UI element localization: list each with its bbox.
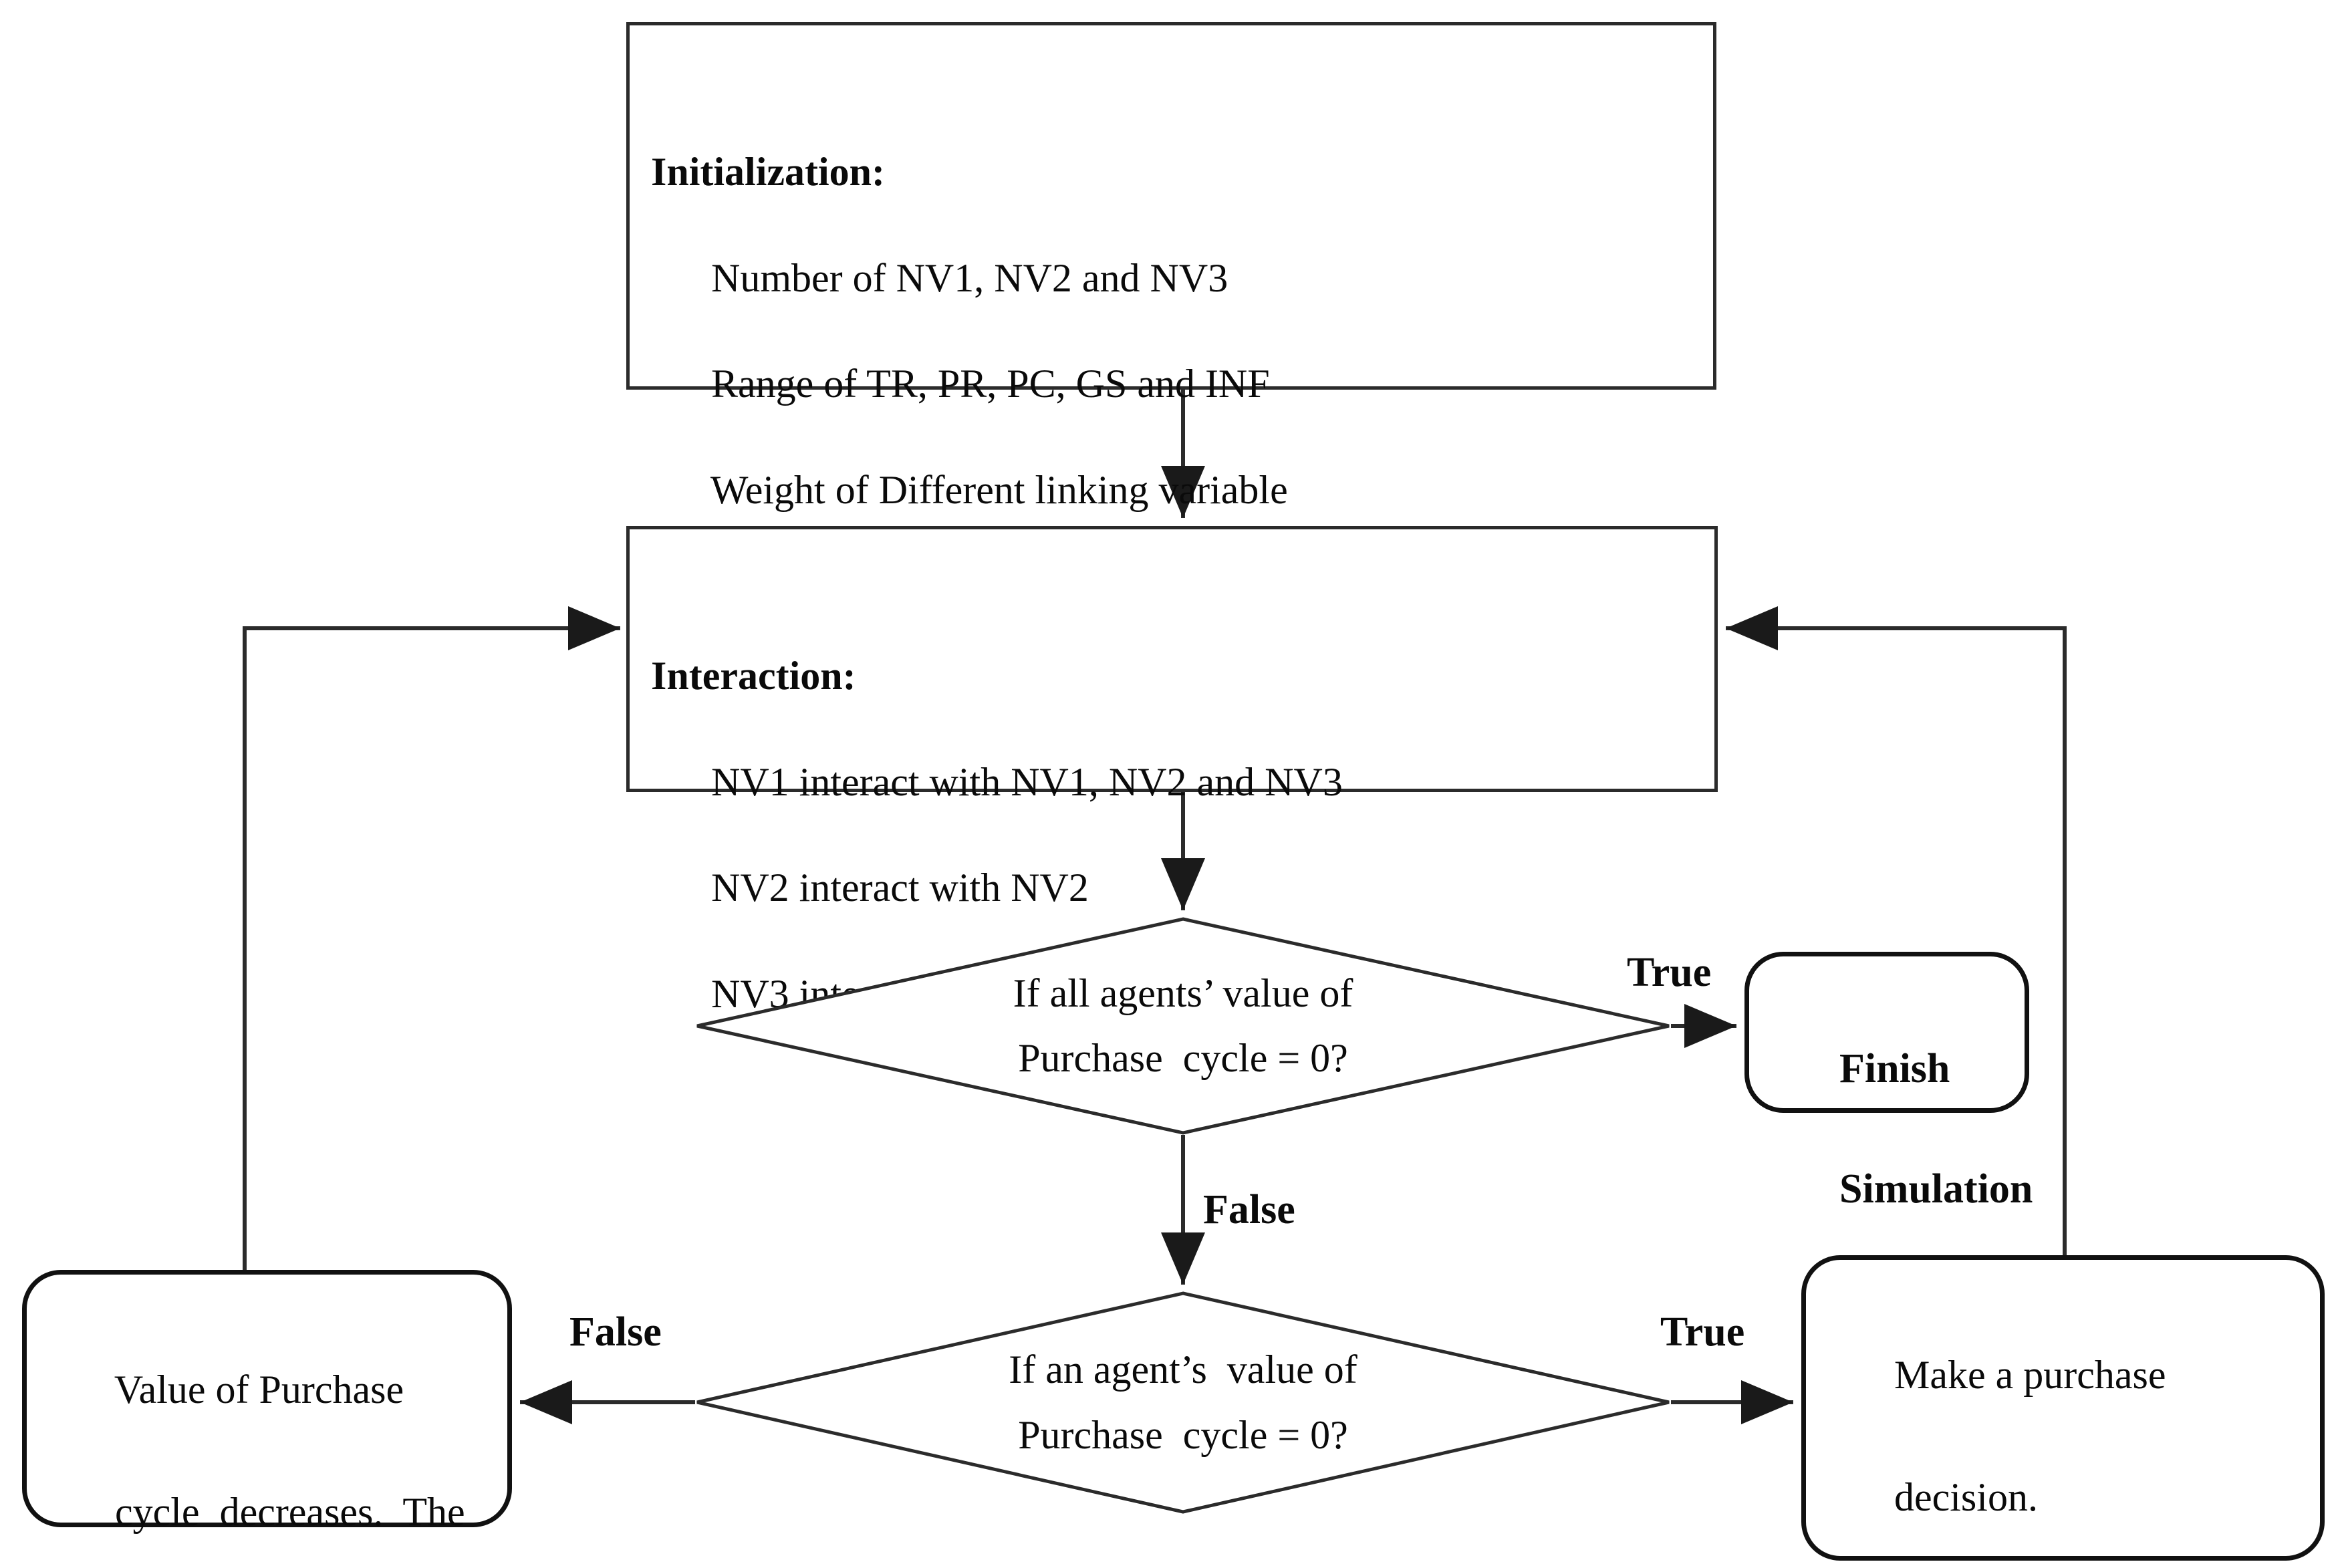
decrease-text: Value of Purchase cycle decreases. The a… [55, 1299, 465, 1568]
node-finish-simulation: Finish Simulation [1744, 952, 2033, 1212]
decision-all-label: If all agents’ value of Purchase cycle =… [695, 917, 1671, 1135]
edge-label-one-true: True [1660, 1309, 1745, 1355]
decision-one-shape [696, 1291, 1670, 1514]
decision-one-line-1: If an agent’s value of [1009, 1347, 1357, 1392]
decrease-line-2: cycle decreases. The [115, 1489, 465, 1534]
initialization-line-3: Weight of Different linking variable [710, 467, 1288, 512]
finish-simulation-text: Finish Simulation [1777, 979, 2033, 1279]
decision-all-line-1: If all agents’ value of [1013, 970, 1353, 1015]
decision-one-label: If an agent’s value of Purchase cycle = … [695, 1291, 1671, 1514]
node-interaction: Interaction: NV1 interact with NV1, NV2 … [626, 526, 1718, 1016]
decision-all-line-2: Purchase cycle = 0? [1018, 1036, 1348, 1080]
purchase-text: Make a purchase decision. The impact tra… [1834, 1284, 2268, 1568]
node-initialization: Initialization: Number of NV1, NV2 and N… [626, 22, 1716, 723]
decision-one-line-2: Purchase cycle = 0? [1018, 1412, 1348, 1457]
node-make-purchase-decision: Make a purchase decision. The impact tra… [1801, 1255, 2325, 1561]
initialization-line-1: Number of NV1, NV2 and NV3 [711, 255, 1228, 300]
edge-loop-left-to-interaction [243, 606, 620, 1270]
purchase-line-2: decision. [1894, 1474, 2038, 1519]
finish-simulation-line-1: Finish [1839, 1045, 1950, 1091]
node-decision-one-agent: If an agent’s value of Purchase cycle = … [695, 1291, 1671, 1514]
purchase-line-1: Make a purchase [1894, 1353, 2166, 1398]
decision-all-shape [696, 917, 1670, 1135]
interaction-heading: Interaction: [651, 654, 856, 698]
edge-label-all-true: True [1627, 950, 1712, 995]
node-decrease-purchase-cycle: Value of Purchase cycle decreases. The a… [22, 1270, 512, 1534]
decrease-line-1: Value of Purchase [114, 1367, 404, 1412]
finish-simulation-line-2: Simulation [1839, 1166, 2033, 1212]
initialization-line-2: Range of TR, PR, PC, GS and INF [711, 362, 1270, 406]
initialization-heading: Initialization: [651, 150, 886, 194]
interaction-line-1: NV1 interact with NV1, NV2 and NV3 [711, 759, 1343, 804]
edge-label-all-false: False [1203, 1187, 1295, 1232]
edge-label-one-false: False [569, 1309, 662, 1355]
interaction-line-2: NV2 interact with NV2 [711, 866, 1089, 910]
node-decision-all-agents: If all agents’ value of Purchase cycle =… [695, 917, 1671, 1135]
